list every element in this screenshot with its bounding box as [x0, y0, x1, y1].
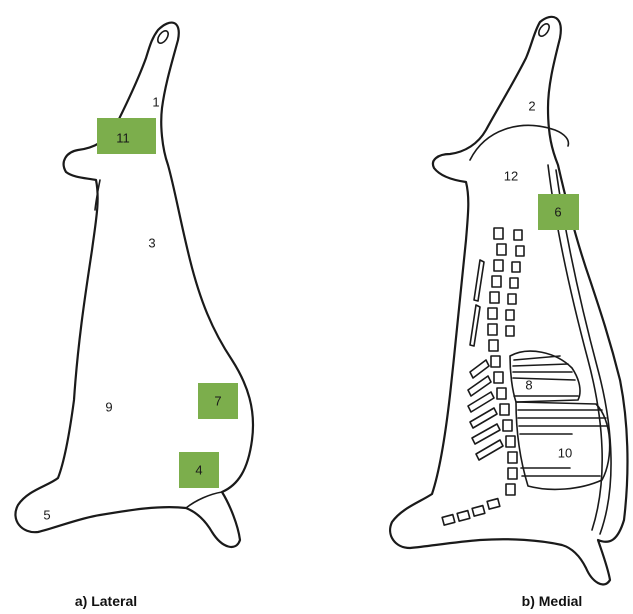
lateral-view: 1 3 9 5 11 7 4 a) Lateral	[15, 23, 253, 609]
medial-view: 2 12 8 10 6 b) Medial	[390, 17, 627, 609]
medial-section-8-hatching	[513, 356, 578, 396]
medial-label-8: 8	[525, 377, 532, 392]
lateral-highlight-7-label: 7	[214, 393, 221, 408]
lateral-shank-line	[186, 492, 222, 508]
lateral-highlight-11-label: 11	[116, 130, 130, 145]
medial-label-12: 12	[504, 168, 518, 183]
medial-spine	[488, 228, 524, 495]
medial-carcass-outline	[390, 17, 627, 585]
lateral-highlight-4-label: 4	[195, 462, 202, 477]
lateral-label-1: 1	[152, 94, 159, 109]
medial-tail-vertebrae	[442, 499, 500, 526]
lateral-caption: a) Lateral	[75, 593, 137, 609]
medial-label-10: 10	[558, 445, 572, 460]
medial-label-2: 2	[528, 98, 535, 113]
lateral-label-9: 9	[105, 399, 112, 414]
medial-highlight-6-label: 6	[554, 204, 561, 219]
medial-section-10-hatching	[518, 410, 608, 476]
medial-caption: b) Medial	[522, 593, 583, 609]
lateral-label-3: 3	[148, 235, 155, 250]
medial-ribs	[468, 260, 503, 460]
lateral-label-5: 5	[43, 507, 50, 522]
